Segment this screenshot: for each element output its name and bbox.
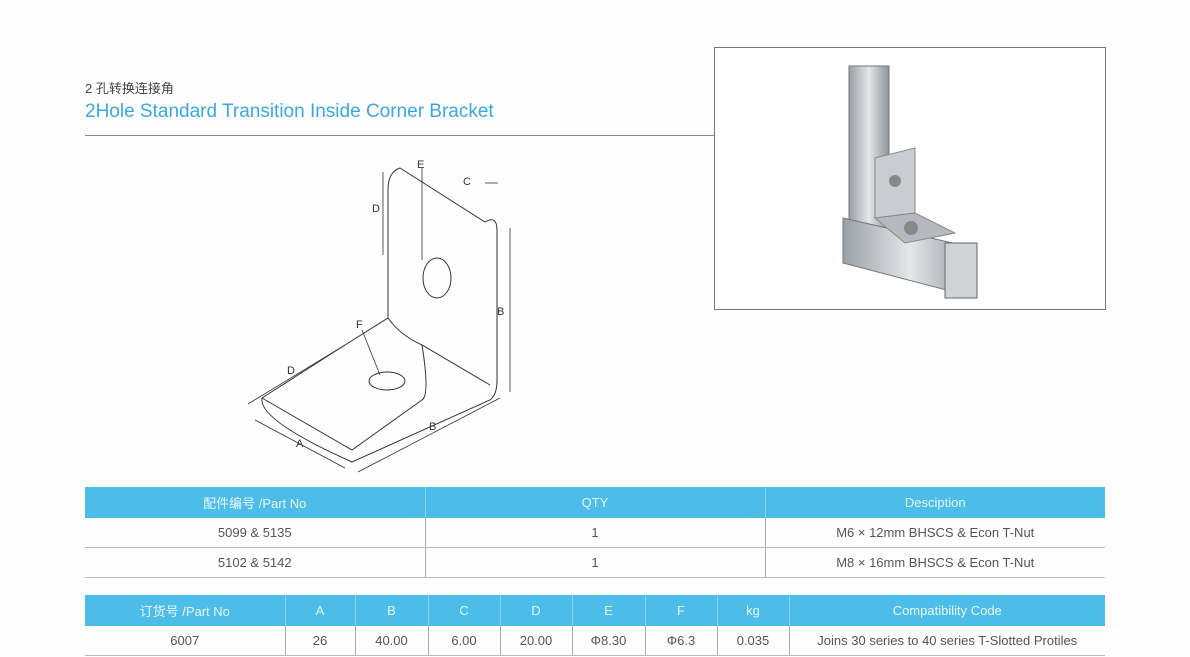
cell-part-no: 5102 & 5142 <box>85 547 425 578</box>
cell-description: M8 × 16mm BHSCS & Econ T-Nut <box>764 547 1105 578</box>
cell-c: 6.00 <box>427 626 500 656</box>
cell-part-no: 5099 & 5135 <box>85 518 425 548</box>
label-e: E <box>417 159 424 171</box>
cell-e: Φ8.30 <box>571 626 645 656</box>
header-order-no: 订货号 /Part No <box>85 595 285 626</box>
table-row: 5102 & 5142 1 M8 × 16mm BHSCS & Econ T-N… <box>85 547 1105 578</box>
header-d: D <box>499 595 572 626</box>
header-compatibility: Compatibility Code <box>788 595 1105 626</box>
cell-kg: 0.035 <box>716 626 789 656</box>
title-divider <box>85 135 715 136</box>
label-f: F <box>356 319 363 331</box>
label-a: A <box>296 438 304 450</box>
cell-qty: 1 <box>424 547 765 578</box>
header-b: B <box>354 595 428 626</box>
header-kg: kg <box>716 595 789 626</box>
cell-compatibility: Joins 30 series to 40 series T-Slotted P… <box>788 626 1105 656</box>
cell-d: 20.00 <box>499 626 572 656</box>
title-english: 2Hole Standard Transition Inside Corner … <box>85 101 494 122</box>
header-qty: QTY <box>424 487 765 518</box>
cell-b: 40.00 <box>354 626 428 656</box>
hole-f <box>368 371 406 391</box>
cell-description: M6 × 12mm BHSCS & Econ T-Nut <box>764 518 1105 548</box>
header-a: A <box>284 595 355 626</box>
header-description: Desciption <box>764 487 1105 518</box>
header-c: C <box>427 595 500 626</box>
bracket-outline <box>261 167 498 463</box>
label-d-vertical: D <box>372 203 380 215</box>
table-row: 5099 & 5135 1 M6 × 12mm BHSCS & Econ T-N… <box>85 518 1105 548</box>
label-b-vertical: B <box>497 306 504 318</box>
header-e: E <box>571 595 645 626</box>
product-photo <box>714 47 1106 310</box>
title-chinese: 2 孔转换连接角 <box>85 81 174 96</box>
hole-e <box>422 257 452 299</box>
cell-f: Φ6.3 <box>644 626 717 656</box>
label-d-horizontal: D <box>287 365 295 377</box>
cell-order-no: 6007 <box>85 626 285 656</box>
header-part-no: 配件编号 /Part No <box>85 487 425 518</box>
bracket-technical-drawing: E C D B F D A B <box>247 159 511 473</box>
label-b-horizontal: B <box>429 421 436 433</box>
label-c: C <box>463 176 471 188</box>
spec-table: 订货号 /Part No A B C D E F kg Compatibilit… <box>85 595 1105 656</box>
table-row: 6007 26 40.00 6.00 20.00 Φ8.30 Φ6.3 0.03… <box>85 626 1105 656</box>
cell-a: 26 <box>284 626 355 656</box>
parts-table: 配件编号 /Part No QTY Desciption 5099 & 5135… <box>85 487 1105 578</box>
header-f: F <box>644 595 717 626</box>
cell-qty: 1 <box>424 518 765 548</box>
